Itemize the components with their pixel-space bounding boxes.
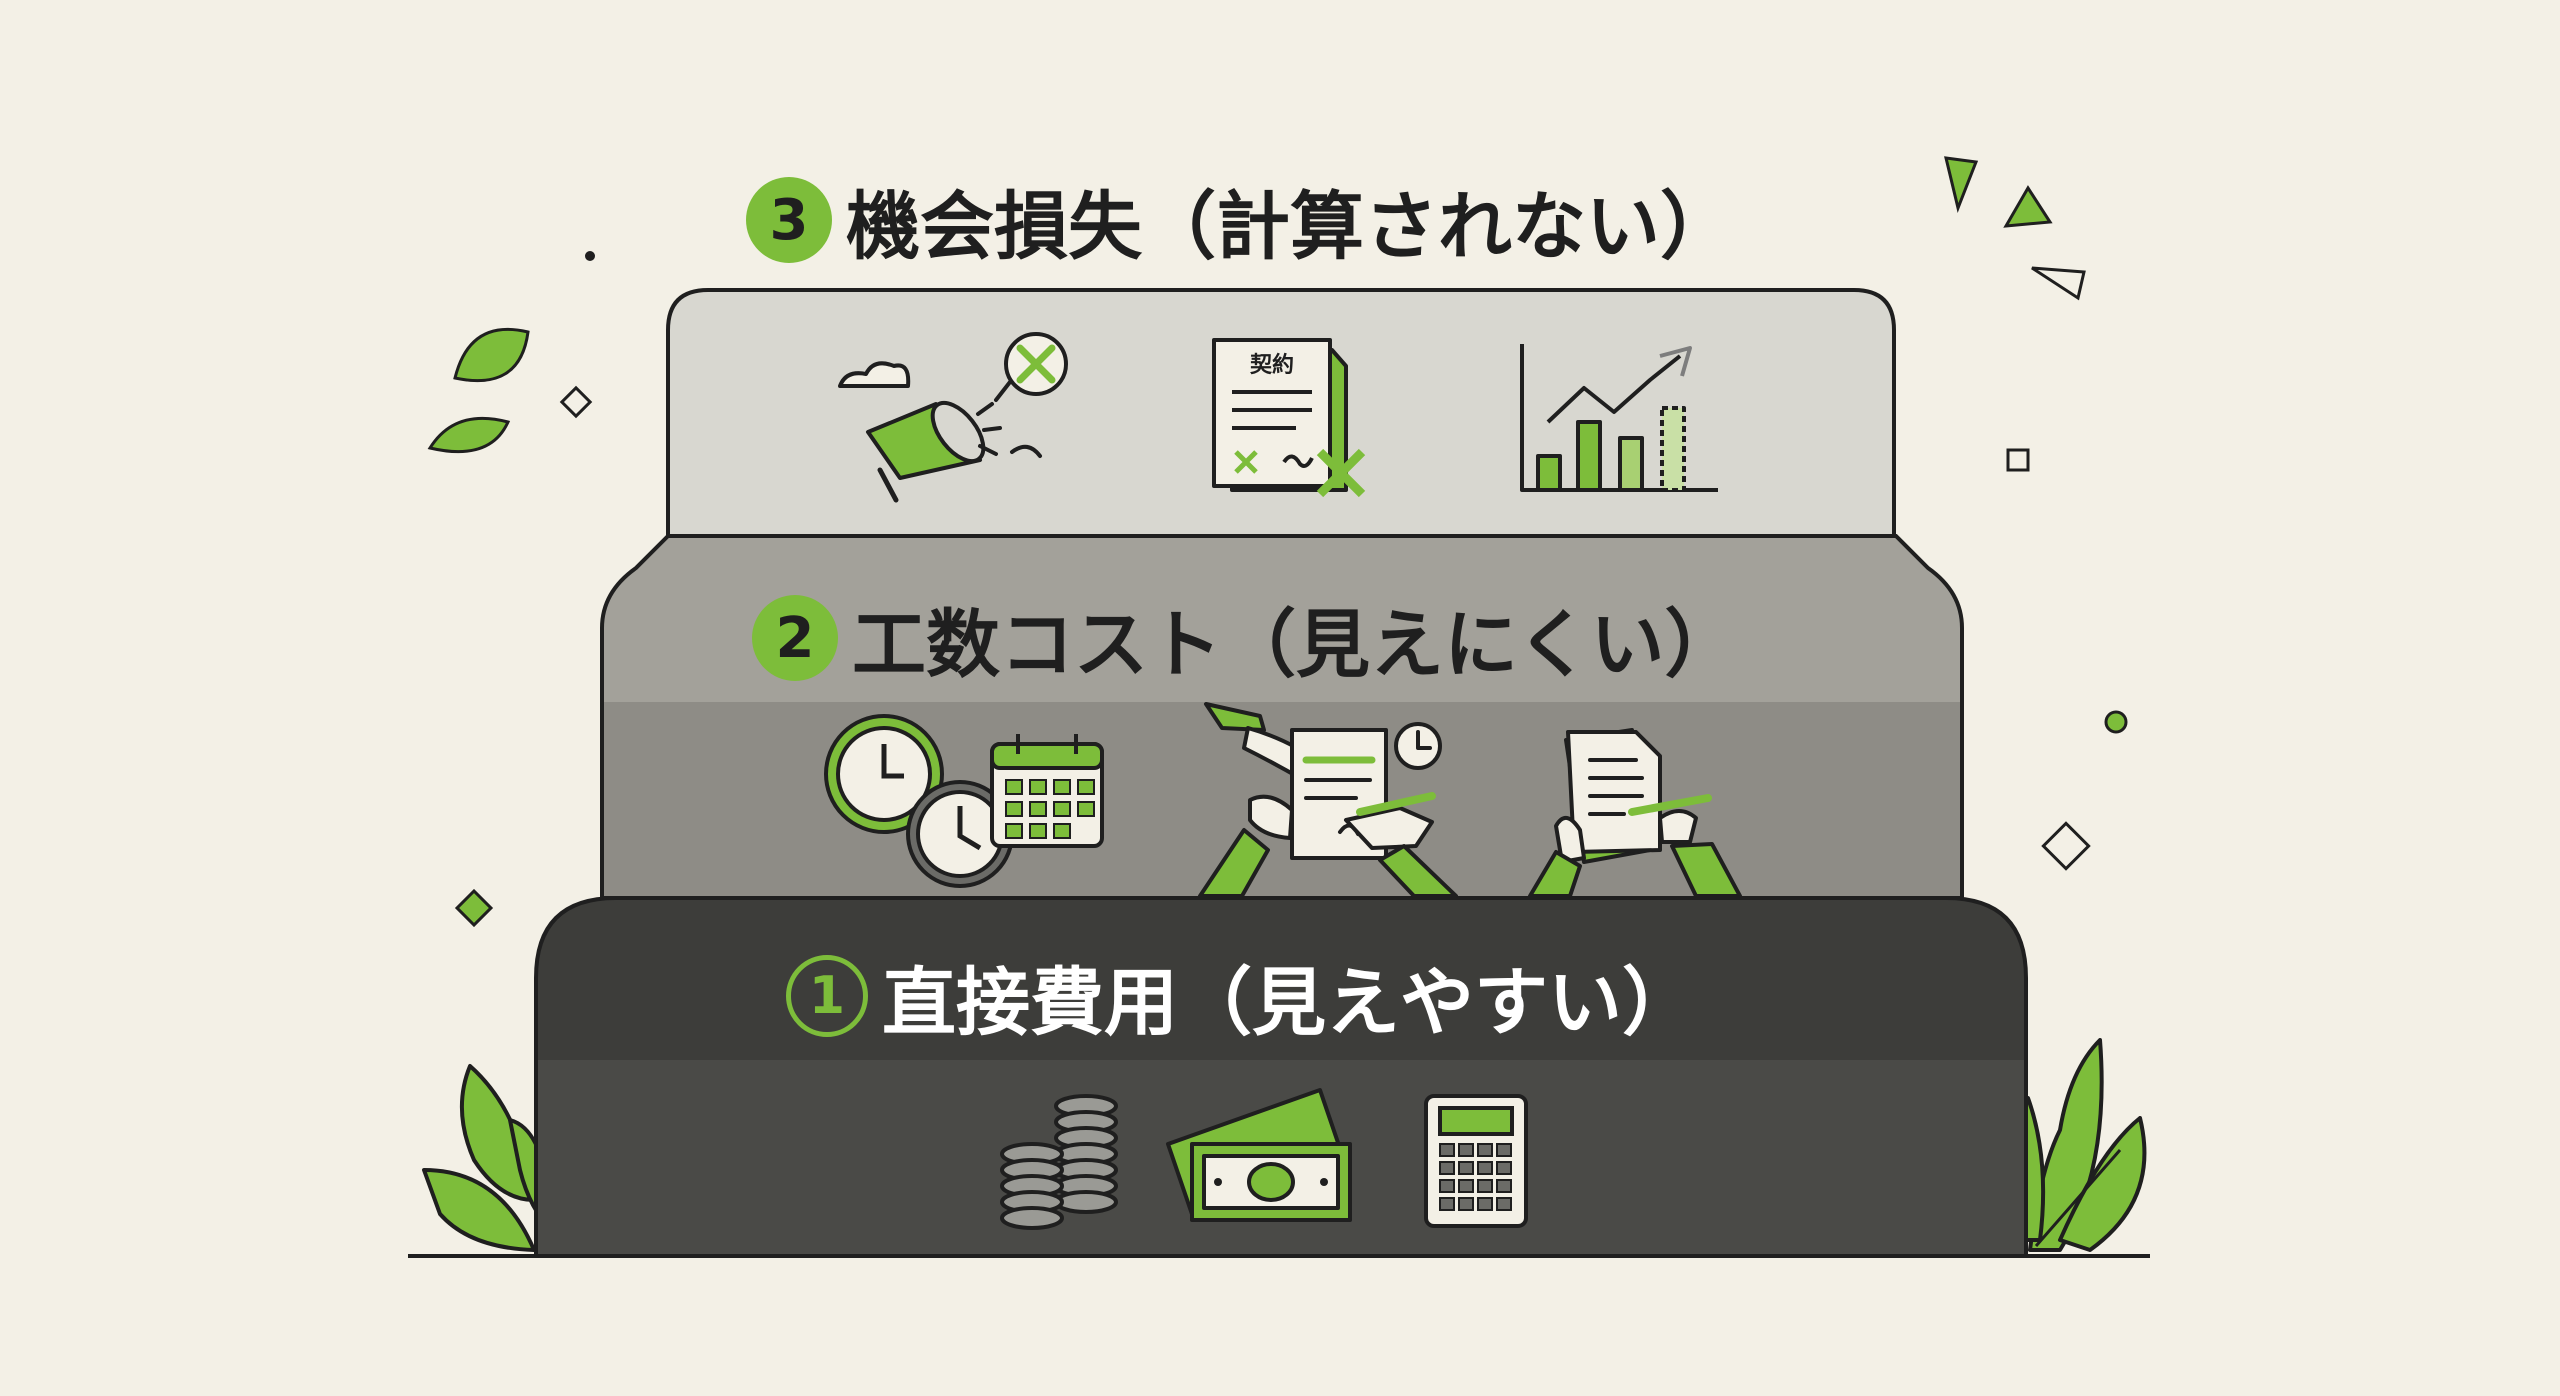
tier-1-number-badge: 1	[786, 955, 868, 1037]
triangle-icon	[2031, 266, 2086, 301]
dot-icon	[2104, 710, 2128, 734]
plant-right	[2015, 1038, 2147, 1252]
tier-bottom	[534, 896, 2028, 1258]
leaf-icon	[453, 327, 530, 383]
document-review-icon	[1198, 702, 1458, 898]
growth-chart-icon	[1520, 344, 1718, 492]
tier-1-label: 直接費用（見えやすい）	[882, 959, 1696, 1046]
tier-1-heading: 1 直接費用（見えやすい）	[786, 946, 1696, 1046]
leaf-icon	[460, 1064, 536, 1202]
tier-2-label: 工数コスト（見えにくい）	[852, 601, 1739, 688]
dot-icon	[585, 251, 595, 261]
plant-left	[422, 1064, 554, 1252]
square-icon	[2006, 448, 2030, 472]
tier-3-number-badge: 3	[746, 177, 832, 263]
triangle-icon	[1944, 156, 1979, 213]
diamond-icon	[2041, 821, 2091, 871]
leaf-icon	[422, 1168, 536, 1252]
diamond-icon	[559, 385, 593, 419]
diamond-icon	[454, 888, 494, 928]
decorations	[427, 156, 2128, 928]
tier-3-label: 機会損失（計算されない）	[846, 183, 1734, 270]
calendar-icon	[990, 734, 1104, 848]
tier-2-heading: 2 工数コスト（見えにくい）	[752, 588, 1739, 688]
calculator-icon	[1424, 1094, 1528, 1228]
contract-doc-title: 契約	[1249, 352, 1294, 378]
tier-3-heading: 3 機会損失（計算されない）	[746, 170, 1734, 270]
clocks-icon	[824, 714, 1014, 888]
triangle-icon	[2003, 185, 2053, 228]
coin-stacks-icon	[1000, 1094, 1118, 1230]
banknotes-icon	[1166, 1088, 1352, 1222]
cancelled-contract-icon: 契約	[1212, 338, 1366, 498]
megaphone-icon	[838, 332, 1068, 503]
tier-2-number-badge: 2	[752, 595, 838, 681]
leaf-icon	[2058, 1116, 2147, 1252]
signing-document-icon	[1528, 728, 1742, 898]
leaf-icon	[427, 416, 511, 454]
